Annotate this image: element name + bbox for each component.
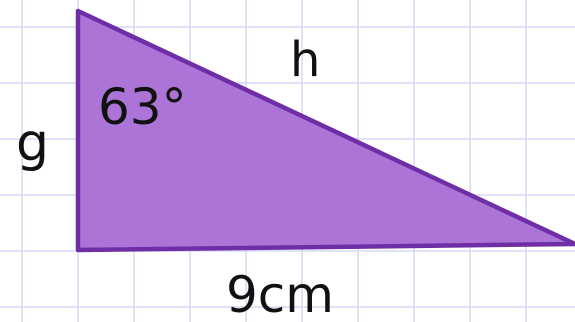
- vertical-side-label: g: [16, 113, 49, 173]
- angle-label: 63°: [98, 78, 187, 136]
- right-triangle: [75, 8, 575, 253]
- base-label: 9cm: [226, 266, 334, 322]
- hypotenuse-label: h: [290, 32, 320, 88]
